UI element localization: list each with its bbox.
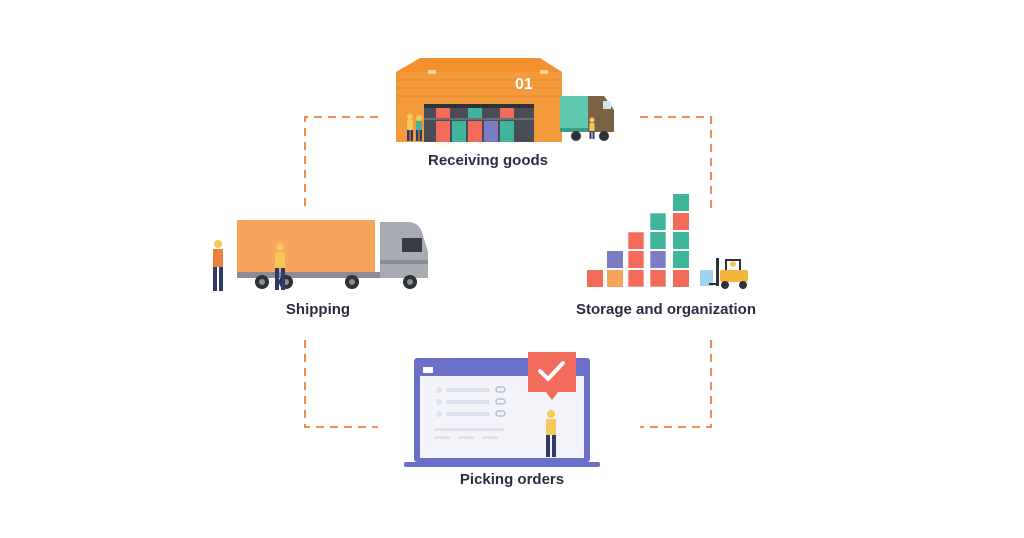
worker-icon bbox=[589, 117, 595, 139]
worker-icon bbox=[416, 115, 422, 141]
stage-label-shipping: Shipping bbox=[285, 301, 351, 318]
warehouse-with-truck-icon: 01 bbox=[396, 58, 614, 142]
stacked-boxes-forklift-icon bbox=[587, 194, 748, 289]
connector-bottom-right bbox=[640, 340, 712, 428]
worker-icon bbox=[407, 114, 413, 141]
truck-trailer bbox=[560, 96, 590, 132]
connector-bottom-left bbox=[304, 340, 378, 428]
forklift-icon bbox=[709, 258, 748, 289]
connector-top-right bbox=[640, 116, 712, 208]
connector-top-left bbox=[304, 116, 378, 208]
laptop-checkmark-icon bbox=[404, 352, 600, 467]
connector-lines bbox=[304, 116, 712, 428]
semi-truck-icon bbox=[213, 220, 428, 291]
semi-trailer bbox=[237, 220, 375, 272]
stage-label-storage: Storage and organization bbox=[575, 301, 757, 318]
worker-icon bbox=[213, 240, 223, 291]
stage-label-picking: Picking orders bbox=[459, 471, 565, 488]
worker-icon bbox=[546, 410, 556, 457]
checkmark-icon bbox=[528, 352, 576, 400]
stage-label-receiving: Receiving goods bbox=[427, 152, 549, 169]
laptop-base bbox=[404, 462, 600, 467]
worker-icon bbox=[275, 243, 285, 290]
warehouse-door-number: 01 bbox=[515, 76, 533, 93]
